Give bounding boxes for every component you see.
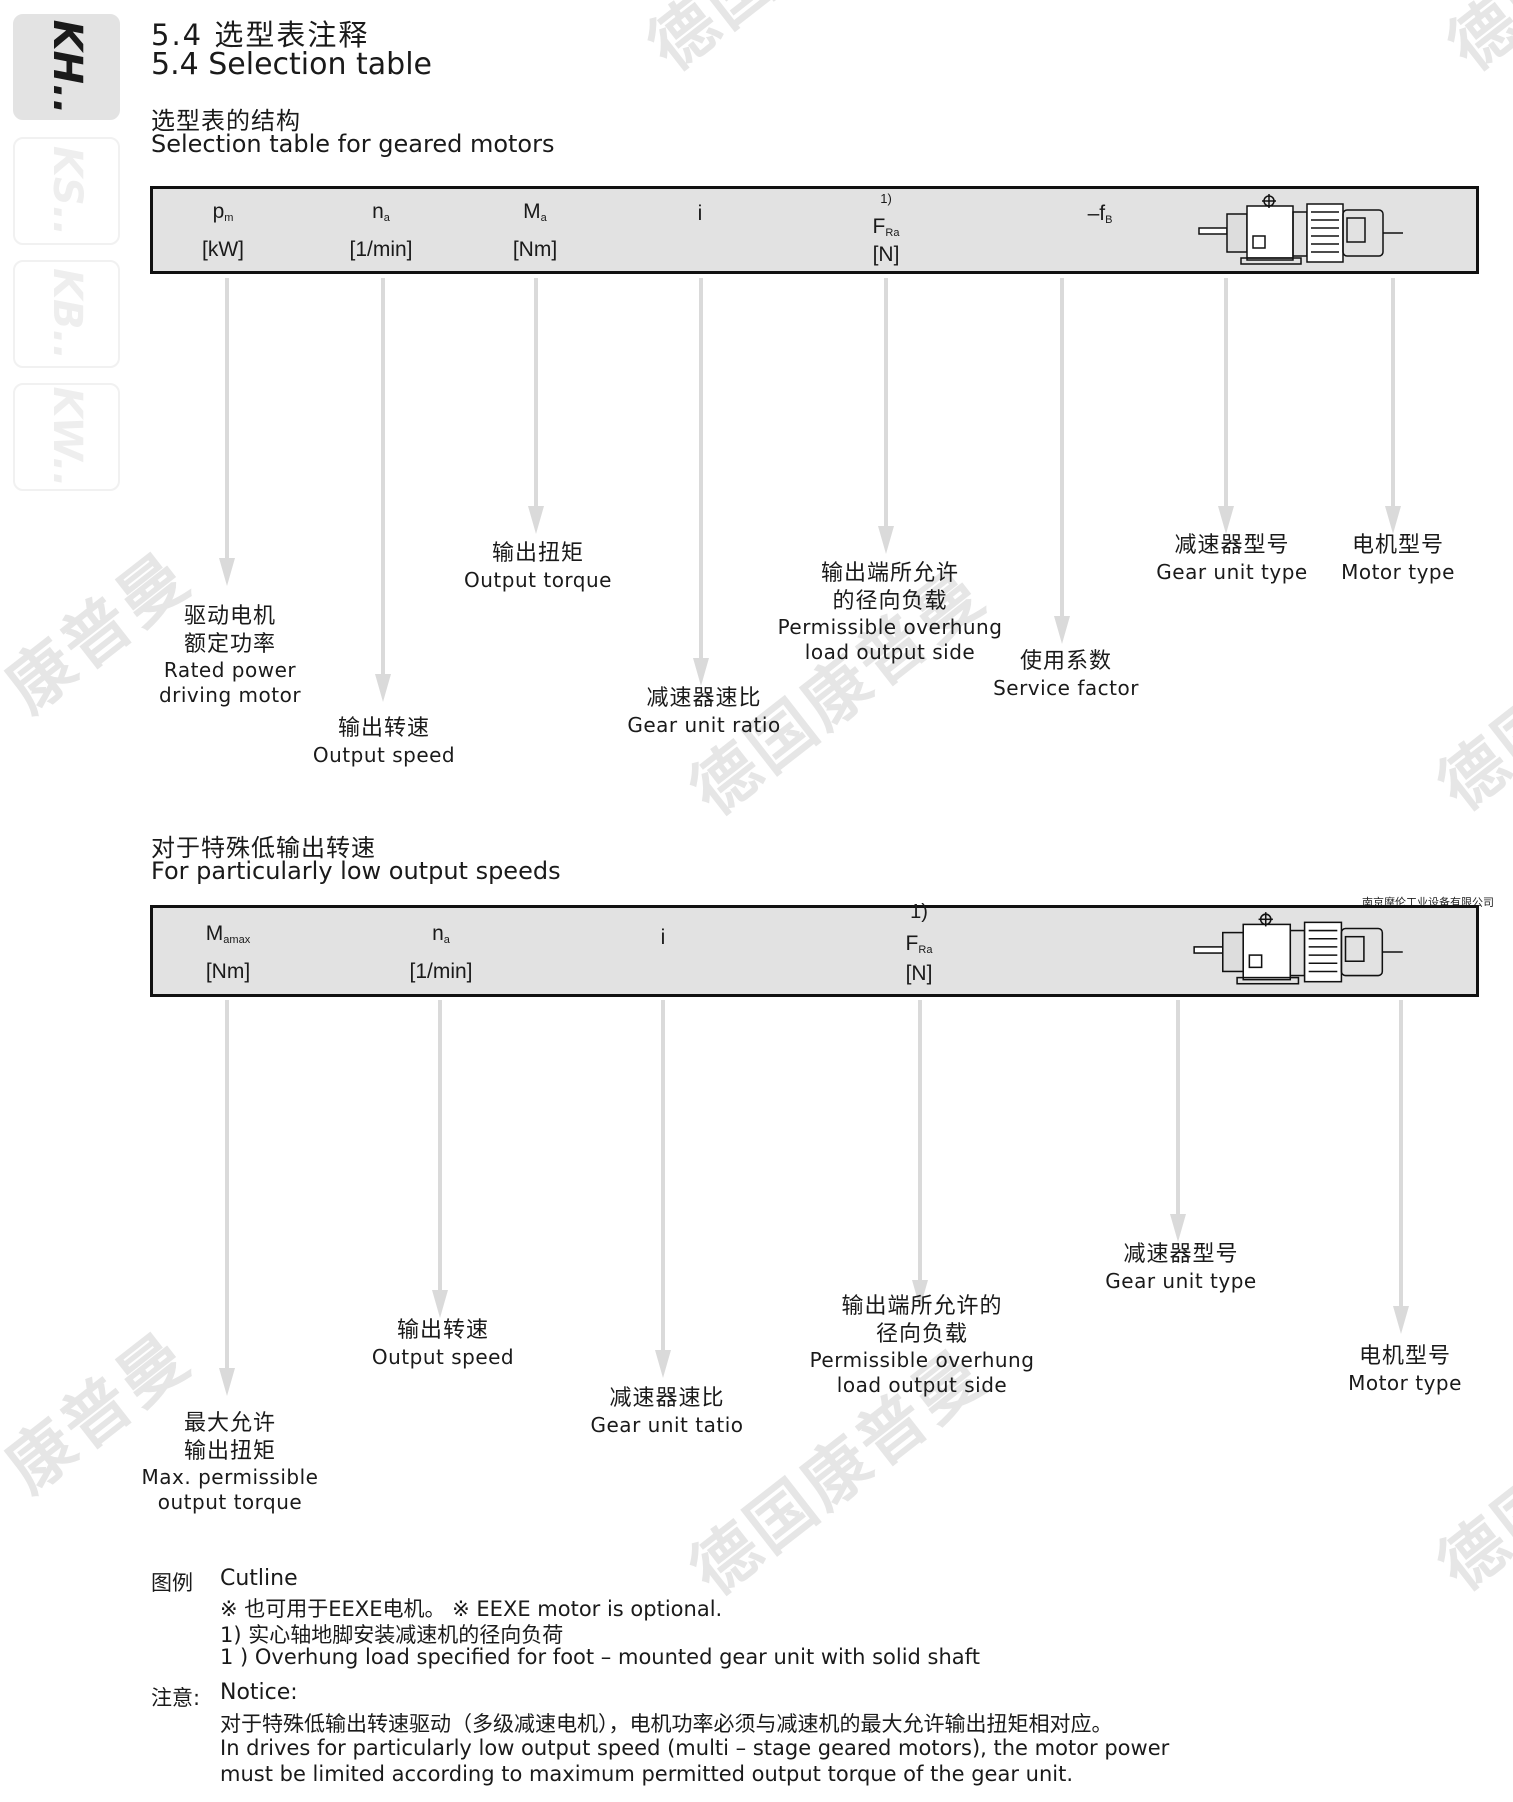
gear-motor-icon: [1198, 194, 1403, 265]
gear-motor-icon: [1193, 912, 1403, 985]
footnote-en: 1 ) Overhung load specified for foot – m…: [220, 1645, 980, 1669]
side-tab-kb[interactable]: KB..: [13, 260, 120, 368]
notice-label-cn: 注意:: [151, 1686, 201, 1710]
footnote-cn: 1) 实心轴地脚安装减速机的径向负荷: [220, 1623, 564, 1647]
header-fra: 1) FRa [N]: [905, 901, 933, 985]
label-gear-ratio: 减速器速比 Gear unit tatio: [590, 1386, 744, 1437]
table2-heading-cn: 对于特殊低输出转速: [151, 834, 376, 862]
header-i: i: [660, 926, 666, 949]
label-motor-type: 电机型号 Motor type: [1348, 1344, 1462, 1395]
label-output-torque: 输出扭矩 Output torque: [464, 541, 612, 592]
label-gear-ratio: 减速器速比 Gear unit ratio: [627, 686, 781, 737]
notice-text-cn: 对于特殊低输出转速驱动（多级减速电机），电机功率必须与减速机的最大允许输出扭矩相…: [220, 1712, 1113, 1736]
table1-heading-cn: 选型表的结构: [151, 107, 301, 135]
side-tab-kh[interactable]: KH..: [13, 14, 120, 120]
notice-label-en: Notice:: [220, 1680, 298, 1705]
cutline-label-en: Cutline: [220, 1566, 298, 1591]
section-title-cn: 5.4 选型表注释: [151, 18, 370, 52]
eexe-note: ※ 也可用于EEXE电机。 ※ EEXE motor is optional.: [220, 1597, 723, 1621]
label-overhung-load: 输出端所允许的 径向负载 Permissible overhung load o…: [809, 1294, 1035, 1397]
label-service-factor: 使用系数 Service factor: [993, 649, 1139, 700]
cutline-label-cn: 图例: [151, 1571, 193, 1595]
header-ma: Ma [Nm]: [512, 200, 558, 261]
header-mamax: Mamax [Nm]: [205, 922, 251, 983]
table2-arrows: [219, 1000, 1409, 1396]
header-na: na [1/min]: [349, 200, 413, 261]
table1-heading-en: Selection table for geared motors: [151, 130, 555, 158]
label-gear-unit-type: 减速器型号 Gear unit type: [1105, 1242, 1257, 1293]
header-fb: –fB: [1087, 202, 1113, 226]
label-max-torque: 最大允许 输出扭矩 Max. permissible output torque: [141, 1411, 319, 1514]
header-pm: pm [kW]: [202, 200, 244, 261]
notice-text-en-1: In drives for particularly low output sp…: [220, 1736, 1170, 1760]
side-tab-kw[interactable]: KW..: [13, 383, 120, 491]
label-output-speed: 输出转速 Output speed: [312, 716, 456, 767]
label-motor-type: 电机型号 Motor type: [1341, 533, 1455, 584]
header-fra: 1) FRa [N]: [872, 191, 900, 266]
label-rated-power: 驱动电机 额定功率 Rated power driving motor: [158, 604, 302, 707]
label-overhung-load: 输出端所允许 的径向负载 Permissible overhung load o…: [777, 561, 1003, 664]
header-na: na [1/min]: [409, 922, 473, 983]
label-output-speed: 输出转速 Output speed: [371, 1318, 515, 1369]
section-title-en: 5.4 Selection table: [151, 47, 433, 82]
notice-text-en-2: must be limited according to maximum per…: [220, 1762, 1074, 1786]
label-gear-unit-type: 减速器型号 Gear unit type: [1156, 533, 1308, 584]
table1-arrows: [219, 278, 1401, 702]
side-tab-ks[interactable]: KS..: [13, 137, 120, 245]
table2-heading-en: For particularly low output speeds: [151, 857, 561, 885]
header-i: i: [697, 202, 703, 225]
watermark: 德国: [1424, 1458, 1513, 1606]
